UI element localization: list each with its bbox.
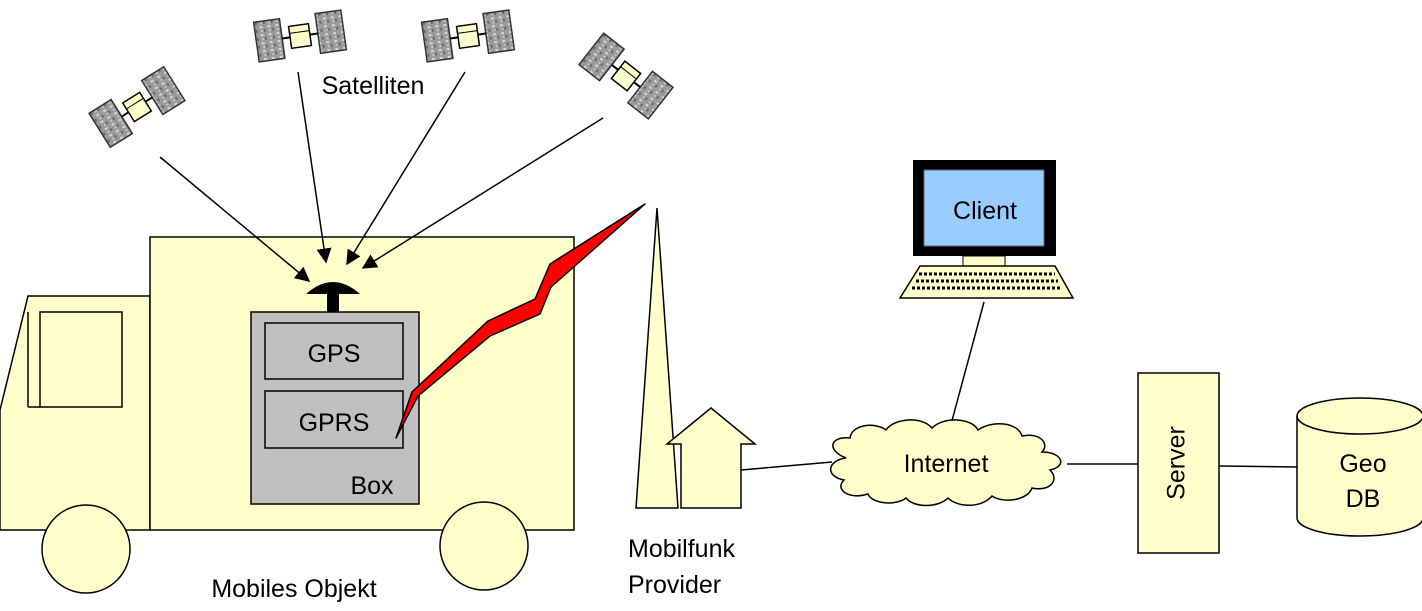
signal-arrow	[159, 156, 311, 282]
gps-label: GPS	[308, 340, 361, 368]
internet: Internet	[830, 419, 1062, 507]
radio-tower-icon	[635, 207, 679, 509]
link-client-internet	[949, 301, 985, 429]
geo-database: Geo DB	[1296, 397, 1422, 537]
server-label: Server	[1163, 426, 1191, 500]
provider-label-line1: Mobilfunk	[628, 535, 735, 563]
mobile-provider: Mobilfunk Provider	[628, 207, 758, 599]
client-computer: Client	[898, 160, 1075, 299]
satellite-icon	[578, 32, 674, 120]
gprs-label: GPRS	[299, 409, 370, 437]
satellite-icon	[88, 65, 186, 149]
signal-arrow	[346, 71, 466, 266]
server: Server	[1137, 372, 1220, 554]
signal-arrow	[297, 71, 332, 264]
provider-label-line2: Provider	[628, 571, 721, 599]
network-links	[740, 301, 1298, 471]
server-icon	[1137, 372, 1220, 554]
truck-wheel-rear	[439, 501, 529, 591]
keyboard-icon	[898, 265, 1075, 299]
db-label-line1: Geo	[1339, 450, 1386, 478]
vehicle-label: Mobiles Objekt	[211, 575, 376, 603]
antenna-icon	[306, 282, 360, 294]
link-server-db	[1218, 465, 1298, 468]
db-label-line2: DB	[1346, 485, 1381, 513]
client-label: Client	[953, 197, 1017, 225]
box-label: Box	[350, 472, 394, 500]
cloud-icon	[830, 419, 1062, 507]
monitor-screen	[923, 169, 1045, 247]
link-provider-internet	[740, 461, 833, 471]
satellites-label: Satelliten	[322, 72, 425, 100]
house-icon	[664, 407, 758, 509]
satellites: Satelliten	[88, 9, 674, 149]
gps-module	[264, 322, 404, 380]
lightning-bolt-icon	[395, 203, 646, 439]
satellite-signals	[159, 71, 604, 282]
tracking-box: GPS GPRS Box	[250, 282, 420, 505]
satellite-icon	[420, 9, 516, 63]
truck-window	[39, 311, 123, 408]
internet-label: Internet	[904, 450, 989, 478]
satellite-icon	[252, 9, 348, 63]
signal-arrow	[361, 117, 604, 269]
truck-wheel-front	[41, 504, 131, 594]
